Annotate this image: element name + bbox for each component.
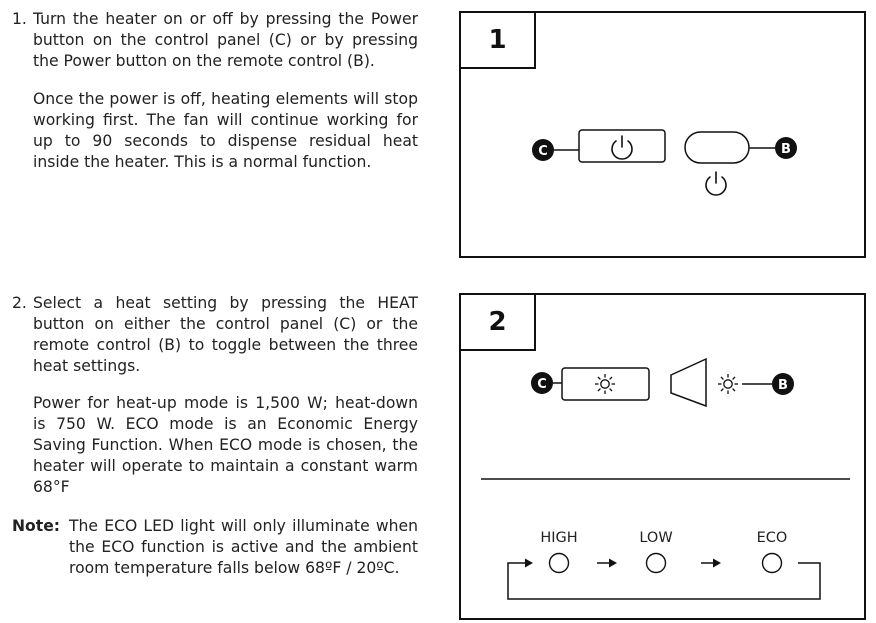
step1-detail: Once the power is off, heating elements … (33, 90, 418, 171)
led-low (645, 552, 667, 574)
label-b: B (781, 142, 791, 157)
power-icon (611, 135, 633, 160)
mode-label-eco: ECO (757, 530, 788, 546)
step2-detail: Power for heat-up mode is 1,500 W; heat-… (33, 394, 418, 496)
mode-label-low: LOW (639, 530, 672, 546)
figure2-panel: 2 C (459, 293, 866, 620)
label-c: C (537, 377, 547, 392)
cycle-loop (507, 558, 821, 600)
sun-icon (718, 374, 738, 394)
figure1-diagram: C B (532, 129, 797, 196)
figure1-tab: 1 (461, 13, 536, 69)
mode-label-high: HIGH (540, 530, 577, 546)
label-b: B (778, 378, 788, 393)
step2-number: 2. (12, 294, 27, 312)
arrow-right-icon (701, 558, 721, 568)
figure1-panel: 1 C B (459, 11, 866, 258)
note-label: Note: (12, 517, 61, 535)
power-icon (705, 171, 727, 196)
label-c-marker: C (532, 139, 554, 161)
step1-number: 1. (12, 10, 27, 28)
figure2-tab: 2 (461, 295, 536, 351)
figure2-diagram: C (481, 357, 850, 600)
led-high (548, 552, 570, 574)
remote-heat-button[interactable] (670, 357, 707, 408)
label-c: C (538, 144, 548, 159)
control-panel-heat-button[interactable] (561, 367, 650, 401)
step2-text: Select a heat setting by pressing the HE… (33, 294, 418, 375)
label-c-marker: C (531, 372, 553, 394)
step1-text: Turn the heater on or off by pressing th… (33, 10, 418, 70)
remote-power-button[interactable] (684, 131, 750, 164)
note-text: The ECO LED light will only illuminate w… (69, 517, 418, 577)
label-b-marker: B (775, 137, 797, 159)
sun-icon (595, 374, 615, 394)
label-b-marker: B (772, 373, 794, 395)
arrow-right-icon (597, 558, 617, 568)
led-eco (761, 552, 783, 574)
